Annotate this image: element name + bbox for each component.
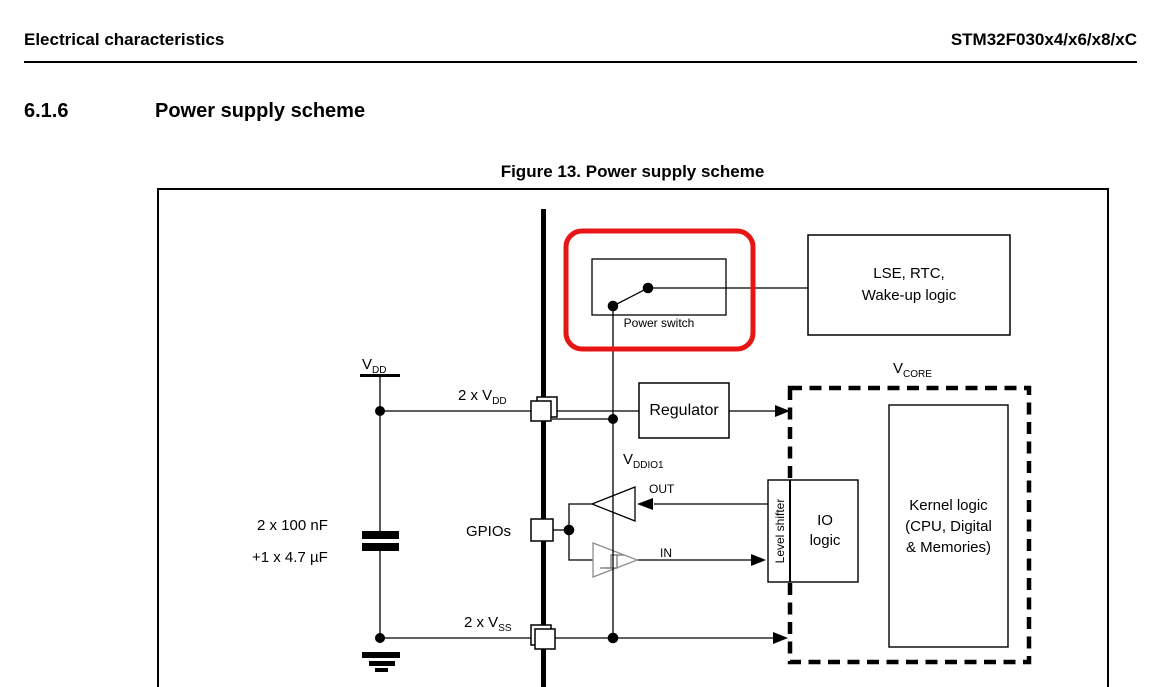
vcore-label: VCORE — [893, 360, 932, 380]
highlight-red-box — [563, 228, 756, 352]
vddio1-label: VDDIO1 — [623, 451, 664, 471]
header-rule — [24, 61, 1137, 63]
section-number: 6.1.6 — [24, 100, 69, 122]
lse-rtc-box — [807, 234, 1011, 336]
level-shifter-io-box — [767, 479, 859, 583]
vss-pin-front — [534, 628, 556, 650]
vdd-pins-label: 2 x VDD — [458, 387, 507, 407]
figure-frame — [157, 188, 1109, 687]
regulator-label: Regulator — [649, 401, 719, 419]
switch-lever-icon — [612, 287, 649, 307]
switch-contact-dot — [642, 282, 654, 294]
capacitor-value-label-1: 2 x 100 nF — [257, 517, 328, 534]
lse-rtc-label: LSE, RTC, Wake-up logic — [861, 265, 957, 304]
page-header-right: STM32F030x4/x6/x8/xC — [950, 30, 1137, 49]
vdd-label: VDD — [362, 356, 387, 376]
regulator-box — [638, 382, 730, 439]
hysteresis-icon — [600, 554, 624, 569]
package-pins — [530, 396, 558, 650]
level-shifter-label: Level shifter — [773, 498, 787, 564]
power-rail-line — [541, 209, 546, 687]
vss-pins-label: 2 x VSS — [464, 614, 512, 634]
page-header-left: Electrical characteristics — [24, 30, 225, 49]
io-logic-label: IO logic — [809, 512, 841, 549]
arrowheads — [637, 405, 790, 644]
regulator-arrowhead — [775, 405, 790, 417]
input-buffer-icon — [592, 542, 639, 578]
junction-dots — [375, 406, 619, 644]
gpio-pin — [530, 518, 554, 542]
vss-arrowhead — [773, 632, 788, 644]
in-arrowhead — [751, 554, 766, 566]
capacitor-value-label-2: +1 x 4.7 µF — [252, 549, 328, 566]
out-arrowhead — [637, 498, 653, 510]
kernel-logic-label: Kernel logic (CPU, Digital & Memories) — [905, 496, 992, 556]
power-switch-box — [591, 258, 727, 316]
switch-pole-dot — [607, 300, 619, 312]
out-label: OUT — [649, 482, 675, 496]
connector-lines — [379, 287, 808, 639]
ground-icon — [362, 652, 400, 672]
gpios-label: GPIOs — [466, 523, 512, 540]
section-title: Power supply scheme — [155, 100, 366, 122]
capacitor-icon — [362, 531, 399, 551]
kernel-logic-box — [888, 404, 1009, 648]
figure-caption: Figure 13. Power supply scheme — [500, 162, 765, 181]
vdd-underline — [360, 374, 400, 377]
in-label: IN — [660, 546, 672, 560]
power-switch-label: Power switch — [623, 316, 695, 330]
vdd-pin-front — [530, 400, 552, 422]
